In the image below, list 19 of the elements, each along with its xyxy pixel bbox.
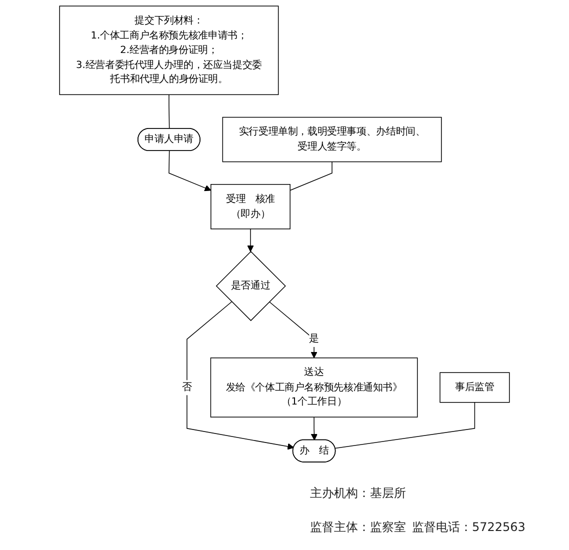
arrow [310, 416, 318, 440]
connector [168, 94, 170, 130]
note-text: 监督主体：监察室 [310, 519, 406, 536]
arrow [168, 150, 212, 192]
connector [334, 402, 476, 449]
edge-label: 否 [182, 382, 192, 393]
note-text: 监督电话：5722563 [412, 519, 526, 536]
arrow [268, 301, 318, 358]
arrow [247, 228, 254, 252]
edge-label: 是 [309, 333, 319, 345]
node-box: 提交下列材料： 1.个体工商户名称预先核准申请书； 2.经营者的身份证明； 3.经营者委托代理人办理的，还应当提交委托书和代理人的身份证明。 [59, 6, 279, 96]
connector [290, 161, 332, 191]
node-box: 受理 核准 （即办） [210, 184, 290, 230]
node-box: 送达 发给《个体工商户名称预先核准通知书》 （1个工作日） [210, 358, 418, 418]
node-box: 事后监管 [440, 372, 510, 403]
arrow [186, 301, 294, 450]
node-box: 实行受理单制，载明受理事项、办结时间、受理人签字等。 [222, 116, 442, 162]
node-diamond: 是否通过 [216, 251, 286, 322]
note-text: 主办机构：基层所 [310, 485, 406, 502]
